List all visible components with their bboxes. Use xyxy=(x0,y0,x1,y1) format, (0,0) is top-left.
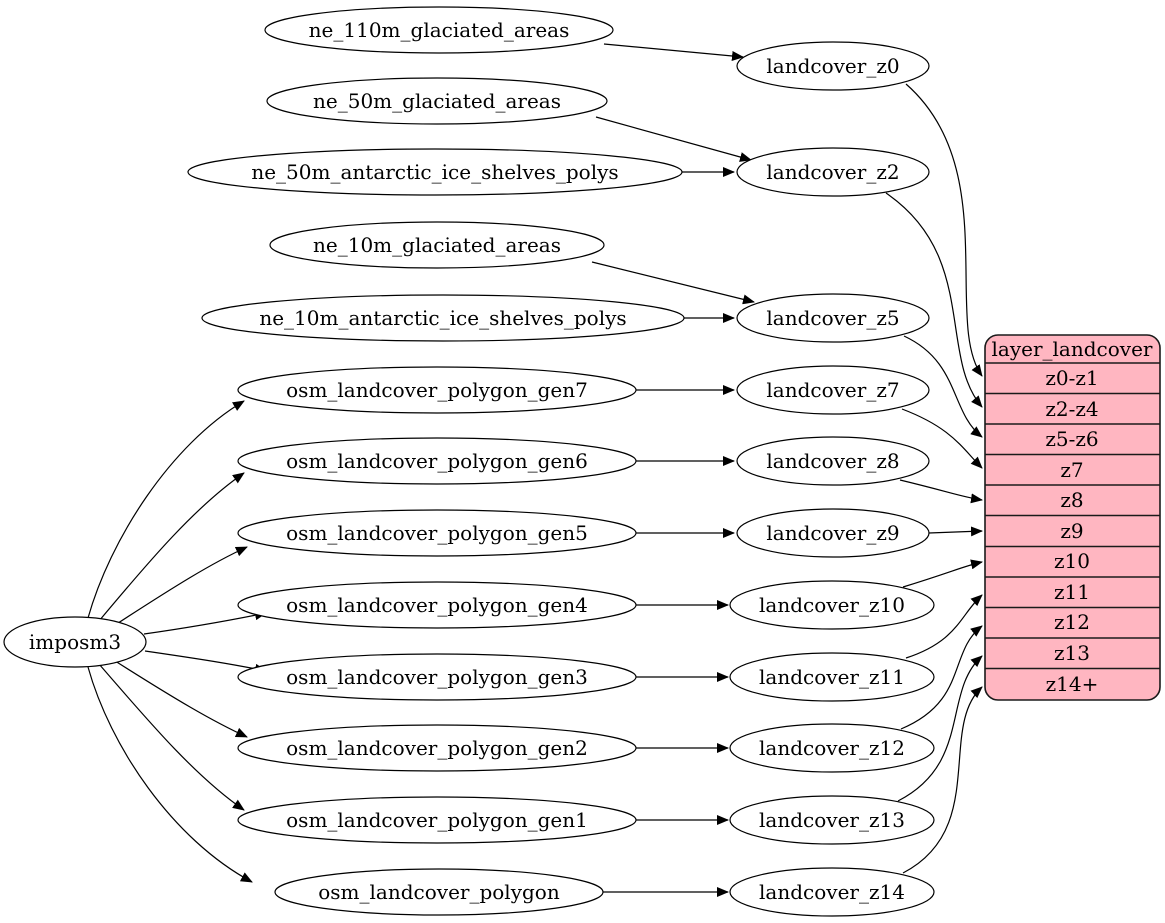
node-label: landcover_z5 xyxy=(766,306,899,330)
node-label: landcover_z8 xyxy=(766,449,899,473)
node-osm-landcover-polygon-gen4: osm_landcover_polygon_gen4 xyxy=(237,581,637,629)
edge-z9-to-row-z9 xyxy=(928,526,983,537)
table-row: z2-z4 xyxy=(1045,397,1098,421)
node-label: landcover_z11 xyxy=(759,665,905,689)
node-label: ne_50m_antarctic_ice_shelves_polys xyxy=(251,160,618,184)
edge-imposm3-to-gen1 xyxy=(98,663,245,811)
table-row: z5-z6 xyxy=(1045,427,1098,451)
node-landcover-z7: landcover_z7 xyxy=(736,365,930,415)
node-layer-landcover-table: layer_landcover z0-z1 z2-z4 z5-z6 z7 z8 … xyxy=(984,334,1161,701)
node-label: osm_landcover_polygon xyxy=(318,880,560,904)
table-row: z14+ xyxy=(1046,672,1099,696)
node-osm-landcover-polygon: osm_landcover_polygon xyxy=(274,868,604,916)
edge-imposm3-to-gen7 xyxy=(87,400,245,619)
node-imposm3: imposm3 xyxy=(3,616,147,668)
node-landcover-z9: landcover_z9 xyxy=(736,508,930,558)
node-osm-landcover-polygon-gen6: osm_landcover_polygon_gen6 xyxy=(237,437,637,485)
node-landcover-z11: landcover_z11 xyxy=(729,652,935,702)
edge-imposm3-to-gen3 xyxy=(144,650,267,674)
edge-z2-to-row-z2-z4 xyxy=(885,192,983,408)
node-label: osm_landcover_polygon_gen7 xyxy=(286,378,588,402)
node-label: ne_50m_glaciated_areas xyxy=(313,89,561,113)
node-landcover-z14: landcover_z14 xyxy=(729,867,935,917)
node-label: landcover_z9 xyxy=(766,521,899,545)
node-ne-50m-antarctic-ice-shelves-polys: ne_50m_antarctic_ice_shelves_polys xyxy=(187,148,683,196)
node-label: osm_landcover_polygon_gen2 xyxy=(286,736,588,760)
table-row: z10 xyxy=(1054,549,1090,573)
node-label: landcover_z7 xyxy=(766,378,899,402)
node-landcover-z0: landcover_z0 xyxy=(736,41,930,91)
edge-imposm3-to-gen2 xyxy=(111,658,248,738)
edge-imposm3-to-gen5 xyxy=(111,546,248,628)
node-label: landcover_z0 xyxy=(766,54,899,78)
node-landcover-z5: landcover_z5 xyxy=(736,293,930,343)
edge-layer xyxy=(87,43,983,897)
node-landcover-z13: landcover_z13 xyxy=(729,795,935,845)
edge-z10-to-row-z10 xyxy=(902,559,983,588)
node-ne-10m-antarctic-ice-shelves-polys: ne_10m_antarctic_ice_shelves_polys xyxy=(201,294,685,342)
table-row: z11 xyxy=(1054,580,1090,604)
node-osm-landcover-polygon-gen2: osm_landcover_polygon_gen2 xyxy=(237,724,637,772)
edge-z14-to-row-z14plus xyxy=(902,686,983,874)
node-landcover-z12: landcover_z12 xyxy=(729,723,935,773)
edge-z13-to-row-z13 xyxy=(897,655,983,802)
node-ne-110m-glaciated-areas: ne_110m_glaciated_areas xyxy=(264,6,614,54)
node-osm-landcover-polygon-gen5: osm_landcover_polygon_gen5 xyxy=(237,509,637,557)
node-label: landcover_z10 xyxy=(759,593,905,617)
node-label: landcover_z12 xyxy=(759,736,905,760)
node-landcover-z10: landcover_z10 xyxy=(729,580,935,630)
edge-z11-to-row-z11 xyxy=(905,594,983,659)
node-label: osm_landcover_polygon_gen6 xyxy=(286,449,588,473)
node-ne-50m-glaciated-areas: ne_50m_glaciated_areas xyxy=(266,77,608,125)
table-row: z7 xyxy=(1060,458,1083,482)
edge-ne110m-to-z0 xyxy=(603,43,744,61)
node-label: ne_10m_glaciated_areas xyxy=(313,233,561,257)
edge-z0-to-row-z0-z1 xyxy=(905,83,983,377)
node-label: ne_10m_antarctic_ice_shelves_polys xyxy=(259,306,626,330)
table-row: z12 xyxy=(1054,610,1090,634)
edge-ne10m-glaciated-to-z5 xyxy=(591,261,755,305)
node-label: ne_110m_glaciated_areas xyxy=(309,18,570,42)
node-label: osm_landcover_polygon_gen3 xyxy=(286,665,588,689)
edge-z7-to-row-z7 xyxy=(901,408,983,469)
node-osm-landcover-polygon-gen1: osm_landcover_polygon_gen1 xyxy=(237,796,637,844)
node-osm-landcover-polygon-gen3: osm_landcover_polygon_gen3 xyxy=(237,653,637,701)
edge-imposm3-to-gen4 xyxy=(143,610,267,635)
node-ne-10m-glaciated-areas: ne_10m_glaciated_areas xyxy=(269,221,605,269)
edge-imposm3-to-polygon xyxy=(87,666,253,883)
node-landcover-z2: landcover_z2 xyxy=(736,147,930,197)
table-row: z13 xyxy=(1054,641,1090,665)
node-osm-landcover-polygon-gen7: osm_landcover_polygon_gen7 xyxy=(237,366,637,414)
table-row: z8 xyxy=(1060,488,1083,512)
table-title: layer_landcover xyxy=(992,337,1153,361)
node-label: osm_landcover_polygon_gen4 xyxy=(286,593,588,617)
edge-z12-to-row-z12 xyxy=(900,625,983,730)
node-label: osm_landcover_polygon_gen5 xyxy=(286,521,588,545)
node-label: landcover_z13 xyxy=(759,808,905,832)
edge-z8-to-row-z8 xyxy=(899,479,983,504)
node-label: landcover_z14 xyxy=(759,880,905,904)
node-label: landcover_z2 xyxy=(766,160,899,184)
table-row: z0-z1 xyxy=(1045,366,1098,390)
table-row: z9 xyxy=(1060,519,1083,543)
edge-z5-to-row-z5-z6 xyxy=(903,335,983,438)
node-label: imposm3 xyxy=(29,630,121,654)
node-label: osm_landcover_polygon_gen1 xyxy=(286,808,588,832)
edge-ne50m-glaciated-to-z2 xyxy=(595,116,752,162)
node-landcover-z8: landcover_z8 xyxy=(736,436,930,486)
edge-imposm3-to-gen6 xyxy=(98,472,245,622)
